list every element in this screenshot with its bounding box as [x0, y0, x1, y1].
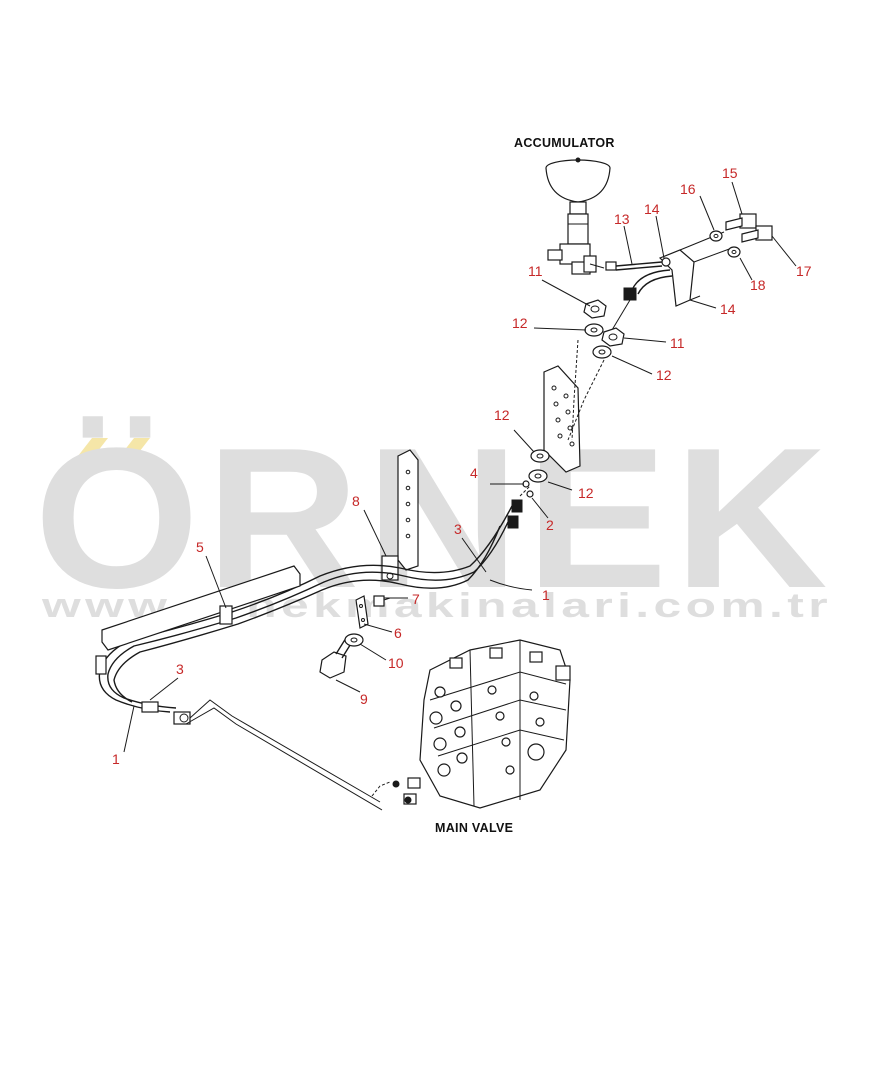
hoses-main	[98, 505, 533, 713]
washer-12-upper	[584, 323, 604, 337]
callout-1-upper: 1	[542, 587, 550, 603]
callout-17: 17	[796, 263, 812, 279]
bolt-15	[725, 213, 757, 231]
hose-13	[605, 261, 663, 271]
callout-14-lower: 14	[720, 301, 736, 317]
callout-15: 15	[722, 165, 738, 181]
callout-11-lower: 11	[670, 335, 685, 351]
callout-4: 4	[470, 465, 478, 481]
accumulator	[545, 157, 611, 275]
callout-12-left: 12	[494, 407, 510, 423]
bracket-post	[397, 449, 419, 571]
callout-13: 13	[614, 211, 630, 227]
lower-fitting-3	[141, 701, 191, 725]
watermark-accent-mark	[78, 438, 108, 456]
clip-6	[355, 595, 369, 629]
callout-12-upper: 12	[512, 315, 528, 331]
nut-11-upper	[583, 299, 607, 319]
washer-12-lower-b	[528, 469, 548, 483]
routing-line	[185, 699, 391, 811]
accumulator-caption: ACCUMULATOR	[514, 136, 615, 150]
leader-lines	[123, 181, 797, 753]
callout-9: 9	[360, 691, 368, 707]
callout-8: 8	[352, 493, 360, 509]
callout-14-upper: 14	[644, 201, 660, 217]
callout-6: 6	[394, 625, 402, 641]
callouts: 15 16 13 14 11 18 17 14 12 11 12 12 4 12…	[112, 165, 812, 767]
callout-10: 10	[388, 655, 404, 671]
callout-2: 2	[546, 517, 554, 533]
callout-1-lower: 1	[112, 751, 120, 767]
washer-12-mid	[592, 345, 612, 359]
cover-plate-5	[95, 565, 301, 675]
watermark-accent-mark	[120, 438, 150, 456]
callout-3-lower: 3	[176, 661, 184, 677]
callout-18: 18	[750, 277, 766, 293]
clamp-8	[381, 555, 399, 581]
callout-12-mid: 12	[656, 367, 672, 383]
bracket-14	[658, 231, 733, 307]
nut-11-lower	[601, 327, 625, 347]
callout-16: 16	[680, 181, 696, 197]
callout-3-upper: 3	[454, 521, 462, 537]
bolt-17	[741, 225, 773, 243]
callout-12-lower: 12	[578, 485, 594, 501]
washer-12-lower-a	[530, 449, 550, 463]
callout-11-upper: 11	[528, 263, 543, 279]
callout-7: 7	[412, 591, 420, 607]
main-valve	[392, 639, 571, 809]
hose-upper	[611, 269, 673, 331]
washer-10	[344, 633, 364, 647]
washer-18	[727, 246, 741, 258]
watermark-word: ÖRNEK	[34, 407, 834, 630]
washer-16	[709, 230, 723, 242]
callout-5: 5	[196, 539, 204, 555]
watermark: ÖRNEK www.ornekmakinalari.com.tr	[34, 407, 834, 630]
upper-connectors	[507, 485, 531, 529]
main-valve-caption: MAIN VALVE	[435, 821, 513, 835]
